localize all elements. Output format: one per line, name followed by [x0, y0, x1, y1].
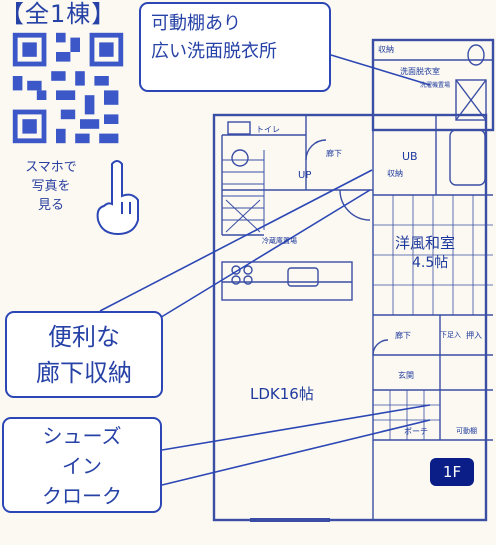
phone-caption-line: スマホで: [25, 160, 77, 175]
label-movable-shelf: 可動棚: [456, 427, 477, 435]
qr-code[interactable]: [8, 28, 128, 148]
callout-hallway-storage: 便利な 廊下収納: [5, 311, 163, 398]
pointing-hand-icon: [96, 160, 139, 236]
callout-line: 広い洗面脱衣所: [151, 41, 277, 62]
label-storage-top: 収納: [378, 45, 394, 54]
label-washroom: 洗面脱衣室: [400, 67, 440, 76]
label-washer: 洗濯機置場: [420, 82, 451, 89]
callout-line: 可動棚あり: [151, 13, 241, 34]
label-japanese-room: 洋風和室: [395, 234, 456, 252]
callout-line: シューズ: [42, 424, 122, 448]
phone-caption: スマホで 写真を 見る: [6, 158, 96, 215]
label-entrance: 玄関: [398, 371, 414, 380]
label-fridge: 冷蔵庫置場: [262, 237, 297, 245]
callout-washroom-shelf: 可動棚あり 広い洗面脱衣所: [139, 2, 331, 92]
label-hallway: 廊下: [326, 149, 342, 158]
label-storage-mid: 収納: [387, 169, 403, 178]
label-up: UP: [298, 170, 312, 181]
floor-badge: 1F: [430, 458, 474, 486]
label-hallway-low: 廊下: [395, 331, 411, 340]
phone-caption-line: 写真を: [31, 179, 71, 194]
callout-line: 便利な: [48, 323, 120, 351]
label-japanese-size: 4.5帖: [412, 255, 449, 271]
phone-caption-line: 見る: [37, 198, 64, 213]
page-title: 【全1棟】: [0, 0, 117, 28]
label-ldk: LDK16帖: [250, 385, 314, 403]
label-toilet: トイレ: [256, 125, 280, 134]
label-ub: UB: [402, 150, 418, 163]
callout-line: クローク: [42, 484, 122, 508]
callout-line: イン: [62, 454, 102, 478]
label-porch: ポーチ: [404, 427, 428, 436]
label-push-in: 押入: [466, 331, 482, 340]
label-under-floor: 下足入: [440, 331, 461, 339]
callout-line: 廊下収納: [36, 359, 132, 387]
callout-shoe-closet: シューズ イン クローク: [2, 417, 162, 513]
